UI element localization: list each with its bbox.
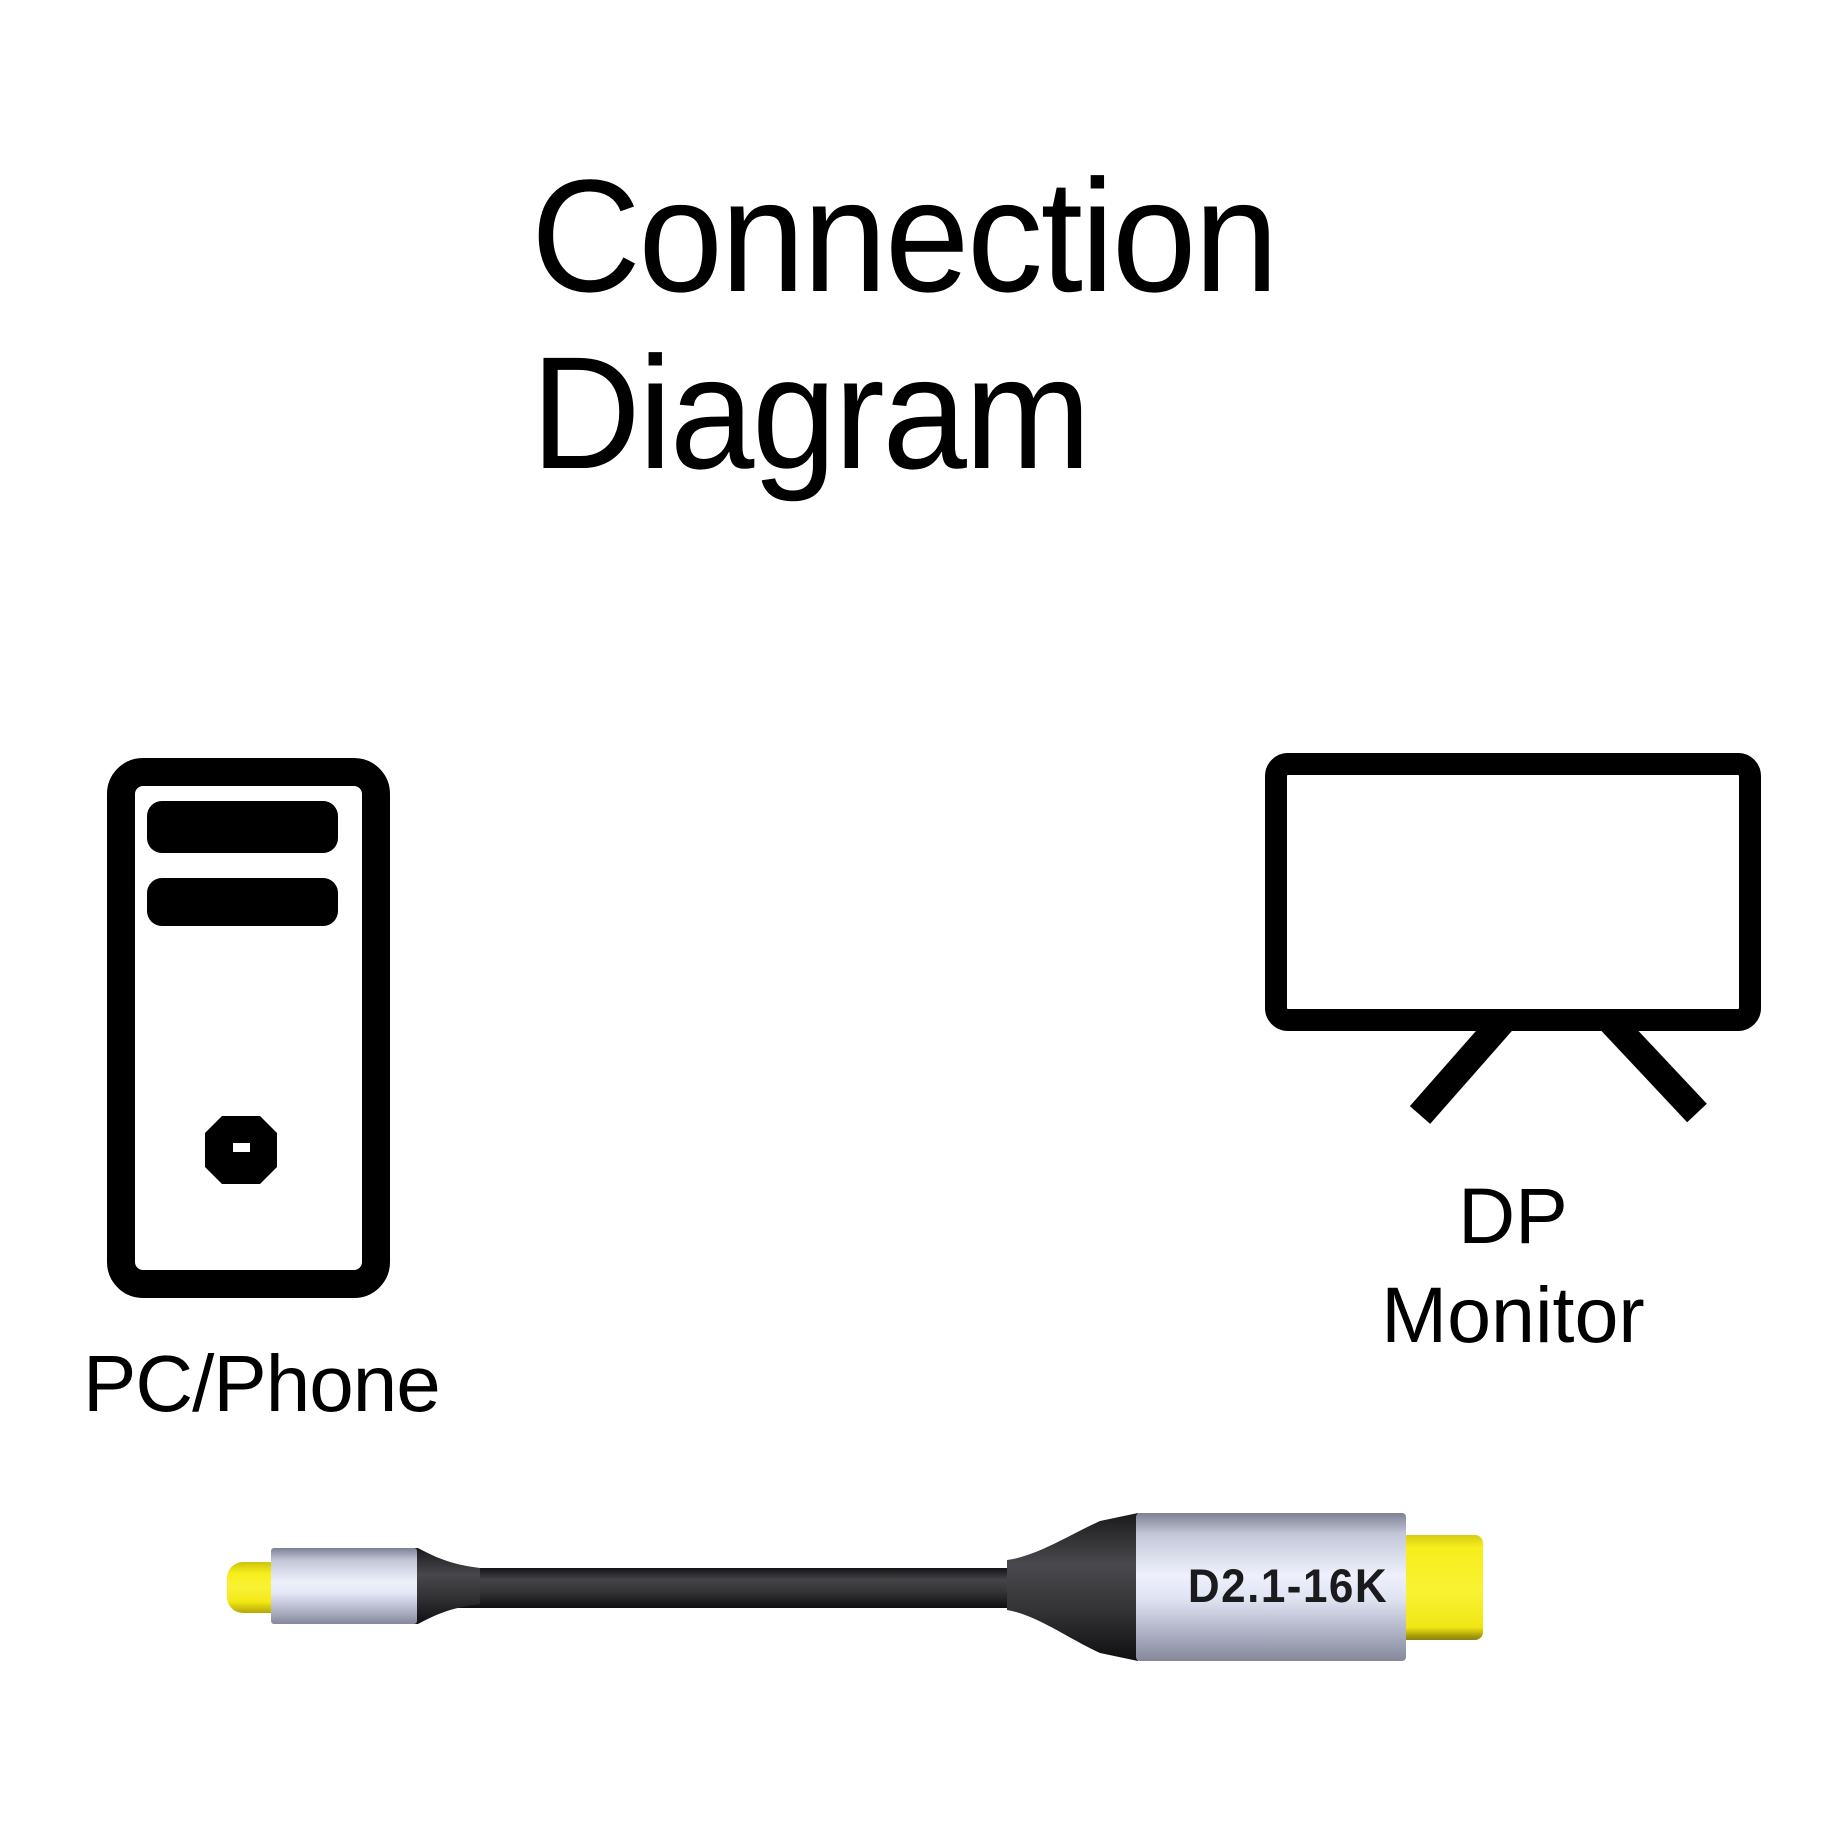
dp-monitor-label: DP Monitor [1313,1166,1713,1364]
dp-plug-icon [1405,1535,1483,1640]
dp-monitor-icon [1265,753,1761,1124]
monitor-leg-right [1595,1005,1707,1123]
monitor-screen [1265,753,1761,1031]
dp-monitor-label-line1: DP [1458,1171,1568,1260]
page-title: Connection Diagram [531,146,1279,502]
power-button-slot [233,1143,250,1152]
cable-marking-text: D2.1-16K [1187,1560,1389,1613]
cable-wire [452,1568,1032,1608]
drive-bay-slot-bottom [147,878,338,926]
strain-relief-left [414,1548,480,1624]
dp-monitor-label-line2: Monitor [1381,1270,1645,1359]
usb-c-connector-shell [271,1548,417,1624]
strain-relief-right [1007,1513,1138,1661]
pc-phone-label: PC/Phone [83,1339,441,1428]
page-title-line2: Diagram [531,323,1091,502]
usb-c-plug-icon [227,1562,275,1613]
dp-connector-shell: D2.1-16K [1136,1513,1406,1661]
monitor-leg-left [1409,1006,1519,1124]
drive-bay-slot-top [147,801,338,853]
pc-tower-icon [107,758,390,1298]
page-title-line1: Connection [531,146,1279,325]
